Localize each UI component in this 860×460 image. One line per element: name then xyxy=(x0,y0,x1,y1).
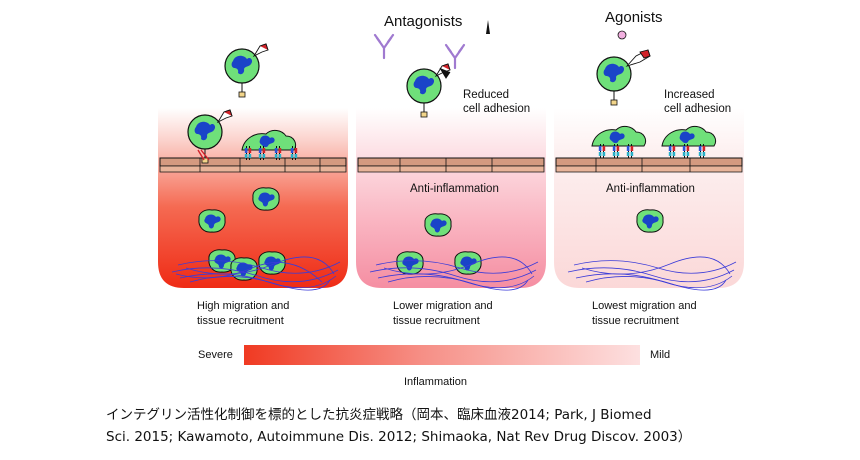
bottom-label-severe-line2: tissue recruitment xyxy=(197,315,284,327)
leukocyte-antagonist-bound xyxy=(406,63,451,118)
antibody-icon xyxy=(373,33,395,60)
scale-caption: Inflammation xyxy=(404,376,467,388)
footnote-line-2: Sci. 2015; Kawamoto, Autoimmune Dis. 201… xyxy=(106,429,692,445)
agonist-icon xyxy=(617,30,627,40)
leukocyte-rolling xyxy=(187,109,233,164)
reference-footnote: インテグリン活性化制御を標的とした抗炎症戦略（岡本、臨床血液2014; Park… xyxy=(106,404,826,448)
antagonist-symbol-icon xyxy=(486,20,490,34)
panel-antagonists: Antagonists Reduced cell adhesion Anti-i… xyxy=(356,13,546,327)
adhesion-label-antagonists-line1: Reduced xyxy=(463,89,509,101)
header-antagonists: Antagonists xyxy=(384,13,462,30)
scale-left-label: Severe xyxy=(198,349,233,361)
inflammation-scale: Severe Mild Inflammation xyxy=(198,345,670,388)
antibody-icon xyxy=(444,43,466,70)
leukocyte-agonist-activated xyxy=(596,49,651,106)
bottom-label-antagonists-line2: tissue recruitment xyxy=(393,315,480,327)
panel-severe: High migration and tissue recruitment xyxy=(158,43,348,327)
header-agonists: Agonists xyxy=(605,9,663,26)
ecm-fibers-agonists xyxy=(567,256,737,291)
adhesion-label-antagonists-line2: cell adhesion xyxy=(463,103,530,115)
endothelium-severe xyxy=(159,157,347,173)
mid-label-antagonists: Anti-inflammation xyxy=(410,183,499,195)
footnote-line-1: インテグリン活性化制御を標的とした抗炎症戦略（岡本、臨床血液2014; Park… xyxy=(106,407,652,423)
scale-right-label: Mild xyxy=(650,349,670,361)
vessel-background-antagonists xyxy=(356,108,546,288)
leukocyte-circulating-1 xyxy=(224,43,269,98)
tissue-cells-agonists xyxy=(636,209,664,233)
adhesion-label-agonists-line1: Increased xyxy=(664,89,715,101)
ecm-fibers-severe xyxy=(171,256,341,291)
bottom-label-antagonists-line1: Lower migration and xyxy=(393,300,493,312)
endothelium-antagonists xyxy=(357,157,545,173)
inflammation-gradient-bar xyxy=(244,345,640,365)
bottom-label-severe-line1: High migration and xyxy=(197,300,289,312)
integrin-diagram: High migration and tissue recruitment An… xyxy=(158,9,744,388)
bottom-label-agonists-line2: tissue recruitment xyxy=(592,315,679,327)
panel-agonists: Agonists Increased cell adhesion xyxy=(554,9,744,327)
mid-label-agonists: Anti-inflammation xyxy=(606,183,695,195)
vessel-background-agonists xyxy=(554,108,744,288)
bottom-label-agonists-line1: Lowest migration and xyxy=(592,300,697,312)
adhesion-label-agonists-line2: cell adhesion xyxy=(664,103,731,115)
endothelium-agonists xyxy=(555,157,743,173)
ecm-fibers-antagonists xyxy=(369,256,539,291)
